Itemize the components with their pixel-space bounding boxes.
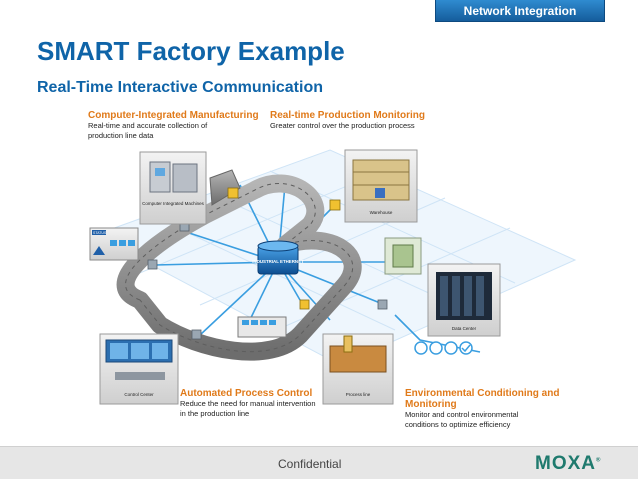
data-center-panel: Data Center [427, 263, 501, 337]
confidential-label: Confidential [278, 457, 342, 471]
rpm-heading: Real-time Production Monitoring [270, 110, 425, 121]
apc-heading: Automated Process Control [180, 388, 313, 399]
status-panel: STATUS [89, 227, 139, 261]
process-line-label: Process line [346, 392, 371, 397]
machines-label: Computer Integrated Machines [142, 201, 205, 206]
registered-mark: ® [596, 457, 602, 464]
slide-title: SMART Factory Example [37, 36, 345, 66]
apc-caption: Automated Process Control Reduce the nee… [180, 388, 316, 419]
ecm-heading-line-1: Environmental Conditioning and [405, 388, 560, 399]
monitoring-icons [414, 341, 473, 355]
moxa-logo: MOXA® [535, 453, 601, 475]
cim-heading: Computer-Integrated Manufacturing [88, 110, 259, 121]
ecm-desc-line-2: conditions to optimize efficiency [405, 420, 511, 429]
ethernet-hub: INDUSTRIAL ETHERNET [252, 240, 304, 275]
cim-caption: Computer-Integrated Manufacturing Real-t… [88, 110, 259, 141]
footer-bar: Confidential MOXA® [0, 446, 638, 479]
apc-desc-line-2: in the production line [180, 409, 250, 418]
warehouse-label: Warehouse [370, 210, 393, 215]
control-center-label: Control Center [124, 392, 154, 397]
data-center-label: Data Center [452, 326, 477, 331]
cim-desc-line-1: Real-time and accurate collection of [88, 121, 208, 130]
environment-sensor-panel [384, 237, 422, 275]
rpm-caption: Real-time Production Monitoring Greater … [270, 110, 425, 131]
slide-subtitle: Real-Time Interactive Communication [37, 79, 323, 96]
hub-label: INDUSTRIAL ETHERNET [252, 259, 304, 264]
cim-desc-line-2: production line data [88, 131, 154, 140]
moxa-logo-text: MOXA [535, 453, 596, 474]
ecm-heading-line-2: Monitoring [405, 399, 457, 410]
conveyor-belt [116, 169, 362, 361]
apc-desc-line-1: Reduce the need for manual intervention [180, 399, 316, 408]
ecm-caption: Environmental Conditioning and Monitorin… [405, 388, 559, 430]
control-center-panel: Control Center [99, 333, 179, 405]
ecm-desc-line-1: Monitor and control environmental [405, 410, 519, 419]
machines-panel: Computer Integrated Machines [139, 151, 207, 225]
status-panel-label: STATUS [93, 231, 107, 235]
rpm-desc-line-1: Greater control over the production proc… [270, 121, 415, 130]
floor-control-screen [237, 316, 287, 338]
process-line-panel: Process line [322, 333, 394, 405]
warehouse-panel: Warehouse [344, 149, 418, 223]
section-tag: Network Integration [435, 0, 605, 22]
